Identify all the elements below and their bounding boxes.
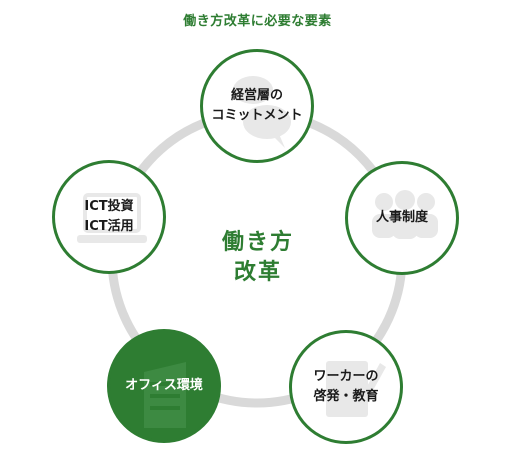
diagram-title: 働き方改革に必要な要素: [183, 14, 332, 29]
document-pen-icon: [326, 361, 386, 417]
people-group-icon: [372, 190, 438, 239]
node-office-environment: オフィス環境: [107, 329, 221, 443]
node-label-line1: 経営層の: [230, 88, 283, 103]
node-label-line1: ICT投資: [84, 199, 134, 214]
node-label-line2: ICT活用: [84, 219, 134, 234]
center-label: 働き方 改革: [198, 228, 318, 288]
office-building-icon: [144, 362, 186, 428]
center-label-line1: 働き方: [221, 230, 294, 255]
node-label-line2: コミットメント: [211, 108, 303, 123]
node-label-line1: オフィス環境: [125, 378, 203, 393]
node-ict: ICT投資 ICT活用: [52, 160, 166, 274]
node-label-line2: 啓発・教育: [313, 389, 379, 404]
laptop-icon: [77, 193, 147, 243]
node-label-line1: ワーカーの: [313, 369, 379, 384]
node-worker-education: ワーカーの 啓発・教育: [289, 330, 403, 444]
node-label-line1: 人事制度: [375, 210, 428, 225]
speech-bubble-icon: [233, 76, 291, 148]
node-management-commitment: 経営層の コミットメント: [200, 49, 314, 163]
center-label-line2: 改革: [233, 260, 282, 285]
node-hr-system: 人事制度: [345, 161, 459, 275]
